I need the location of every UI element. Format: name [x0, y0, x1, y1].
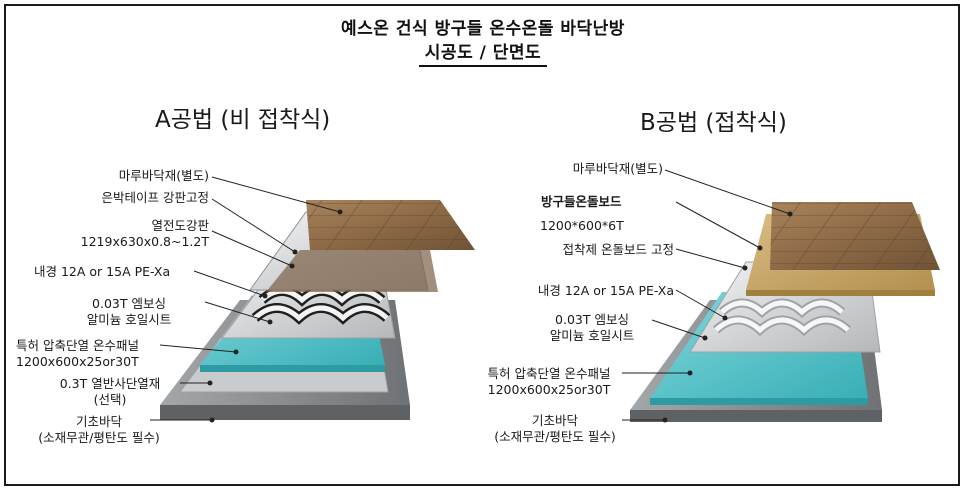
b-label-foil-1: 0.03T 엠보싱 — [555, 312, 629, 327]
a-label-pipe: 내경 12A or 15A PE-Xa — [34, 264, 171, 279]
b-label-base-1: 기초바닥 — [531, 413, 578, 428]
b-heating-pipes — [712, 298, 852, 337]
b-label-panel-1: 특허 압축단열 온수패널 — [487, 366, 611, 381]
a-label-steel-2: 1219x630x0.8~1.2T — [80, 234, 209, 249]
a-label-base-2: (소재무관/평탄도 필수) — [38, 430, 160, 445]
a-label-base-1: 기초바닥 — [75, 414, 122, 429]
b-label-panel-2: 1200x600x25or30T — [487, 382, 611, 397]
a-leader-lines — [150, 176, 343, 423]
method-a-heading: A공법 (비 접착식) — [155, 107, 331, 133]
a-label-foil-2: 알미늄 호일시트 — [86, 312, 172, 327]
b-label-pipe: 내경 12A or 15A PE-Xa — [537, 283, 674, 298]
b-label-foil-2: 알미늄 호일시트 — [549, 328, 635, 343]
a-label-reflect-1: 0.3T 열반사단열재 — [59, 376, 161, 391]
subtitle: 시공도 / 단면도 — [0, 38, 966, 67]
b-label-board-2: 1200*600*6T — [540, 218, 624, 233]
a-label-panel-2: 1200x600x25or30T — [16, 354, 139, 369]
method-a-stack — [160, 200, 475, 420]
method-b-stack — [630, 202, 940, 422]
b-label-adhesive: 접착제 온돌보드 고정 — [562, 242, 674, 257]
subtitle-text: 시공도 / 단면도 — [418, 43, 548, 67]
b-label-base-2: (소재무관/평탄도 필수) — [494, 429, 616, 444]
main-title: 예스온 건식 방구들 온수온돌 바닥난방 — [341, 19, 625, 39]
a-label-foil-1: 0.03T 엠보싱 — [92, 296, 166, 311]
a-label-reflect-2: (선택) — [93, 392, 127, 407]
b-label-floor-finish: 마루바닥재(별도) — [572, 161, 663, 176]
b-label-board-1: 방구들온돌보드 — [541, 194, 622, 209]
a-label-tape: 은박테이프 강판고정 — [101, 190, 209, 205]
b-leader-lines — [622, 169, 793, 423]
diagram-frame — [4, 4, 960, 486]
method-b-heading: B공법 (접착식) — [640, 110, 787, 136]
a-label-floor-finish: 마루바닥재(별도) — [118, 168, 209, 183]
a-label-steel-1: 열전도강판 — [151, 218, 209, 233]
a-label-panel-1: 특허 압축단열 온수패널 — [16, 338, 139, 353]
